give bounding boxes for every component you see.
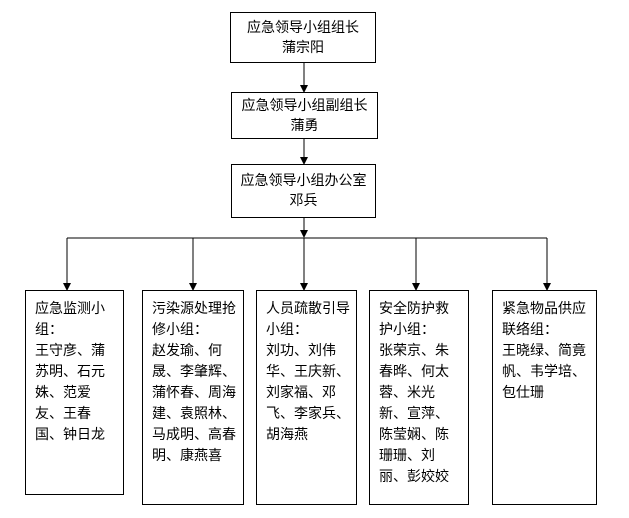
deputy-title: 应急领导小组副组长 (241, 97, 368, 114)
group-box-safety-rescue: 安全防护救护小组： 张荣京、朱春晔、何太蓉、米光新、宣萍、陈莹娴、陈珊珊、刘丽、… (369, 290, 469, 505)
group-box-monitoring: 应急监测小组： 王守彦、蒲苏明、石元姝、范爱友、王春国、钟日龙 (25, 290, 124, 495)
office-name: 邓兵 (289, 193, 318, 209)
deputy-box: 应急领导小组副组长 蒲勇 (231, 92, 378, 139)
group-box-supplies-liaison: 紧急物品供应联络组： 王晓绿、简竟帆、韦学培、包仕珊 (492, 290, 597, 505)
group-members: 张荣京、朱春晔、何太蓉、米光新、宣萍、陈莹娴、陈珊珊、刘丽、彭姣姣 (379, 343, 449, 485)
group-title: 应急监测小组： (35, 301, 105, 338)
leader-box: 应急领导小组组长 蒲宗阳 (230, 12, 376, 63)
leader-title: 应急领导小组组长 (247, 19, 359, 36)
deputy-name: 蒲勇 (290, 117, 319, 134)
group-members: 赵发瑜、何晟、李肇辉、蒲怀春、周海建、袁照林、马成明、高春明、康燕喜 (152, 343, 236, 464)
group-box-pollution-repair: 污染源处理抢修小组： 赵发瑜、何晟、李肇辉、蒲怀春、周海建、袁照林、马成明、高春… (142, 290, 244, 505)
office-box: 应急领导小组办公室 邓兵 (231, 164, 376, 218)
group-title: 污染源处理抢修小组： (152, 301, 236, 338)
group-members: 刘功、刘伟华、王庆新、刘家福、邓飞、李家兵、胡海燕 (266, 343, 350, 443)
group-box-evacuation: 人员疏散引导小组： 刘功、刘伟华、王庆新、刘家福、邓飞、李家兵、胡海燕 (256, 290, 357, 505)
group-members: 王晓绿、简竟帆、韦学培、包仕珊 (502, 343, 586, 401)
group-title: 紧急物品供应联络组： (502, 301, 586, 338)
group-title: 人员疏散引导小组： (266, 301, 350, 338)
group-title: 安全防护救护小组： (379, 301, 449, 338)
office-title: 应急领导小组办公室 (240, 173, 367, 189)
leader-name: 蒲宗阳 (282, 39, 324, 56)
group-members: 王守彦、蒲苏明、石元姝、范爱友、王春国、钟日龙 (35, 343, 105, 443)
